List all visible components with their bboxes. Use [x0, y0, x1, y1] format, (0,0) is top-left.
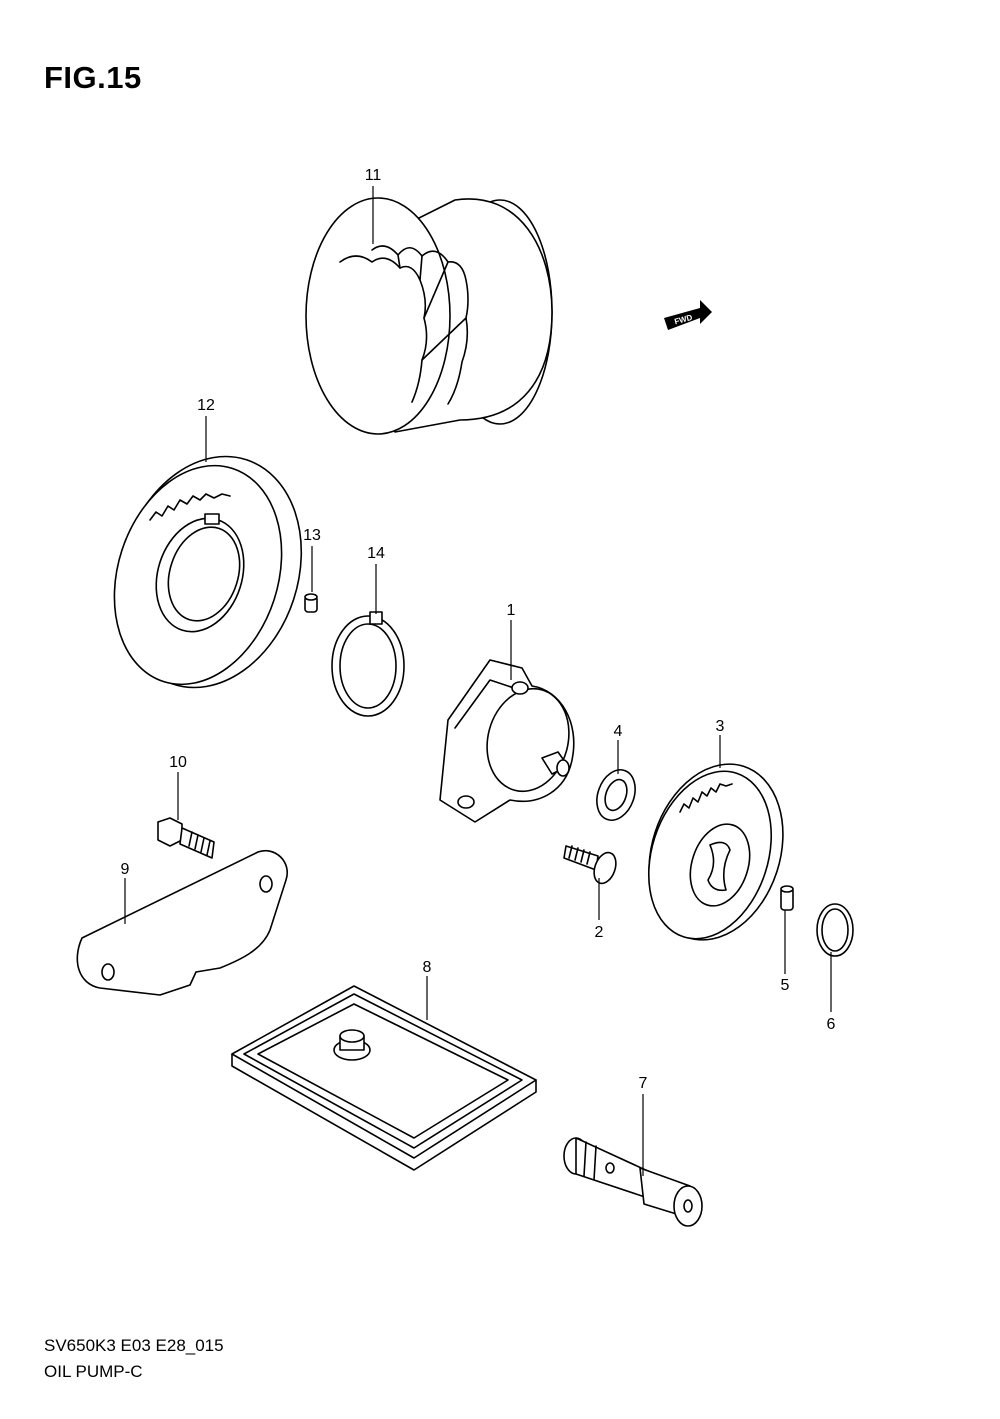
circlip-part-14 [331, 611, 405, 717]
callout-6: 6 [827, 1016, 836, 1033]
gear-part-12 [113, 455, 303, 689]
callout-3: 3 [716, 718, 725, 735]
callout-9: 9 [121, 861, 130, 878]
plate-part-9 [76, 849, 289, 996]
pin-part-5 [780, 885, 794, 911]
section-name: OIL PUMP-C [44, 1362, 143, 1381]
callout-4: 4 [614, 723, 623, 740]
callout-2: 2 [595, 924, 604, 941]
circlip-part-6 [816, 903, 854, 957]
fwd-arrow-icon: FWD [664, 300, 712, 330]
oil-filter-part-11 [305, 197, 553, 435]
callout-7: 7 [639, 1075, 648, 1092]
washer-part-4 [596, 769, 636, 821]
gear-part-3 [647, 763, 784, 941]
fitting-part-7 [563, 1137, 703, 1227]
callout-1: 1 [507, 602, 516, 619]
strainer-part-8 [231, 985, 537, 1171]
screw-part-2 [563, 845, 617, 885]
callout-8: 8 [423, 959, 432, 976]
bolt-part-10 [157, 817, 215, 859]
callout-14: 14 [367, 545, 385, 562]
oil-pump-part-1 [439, 659, 575, 823]
callout-13: 13 [303, 527, 321, 544]
model-code: SV650K3 E03 E28_015 [44, 1336, 224, 1355]
callout-labels: 11 12 13 14 1 4 3 10 9 2 5 6 8 7 [121, 167, 836, 1092]
pin-part-13 [304, 593, 318, 613]
leader-lines [124, 186, 832, 1176]
callout-11: 11 [365, 167, 382, 184]
callout-10: 10 [169, 754, 187, 771]
figure-title: FIG.15 [44, 60, 142, 95]
callout-5: 5 [781, 977, 790, 994]
callout-12: 12 [197, 397, 215, 414]
